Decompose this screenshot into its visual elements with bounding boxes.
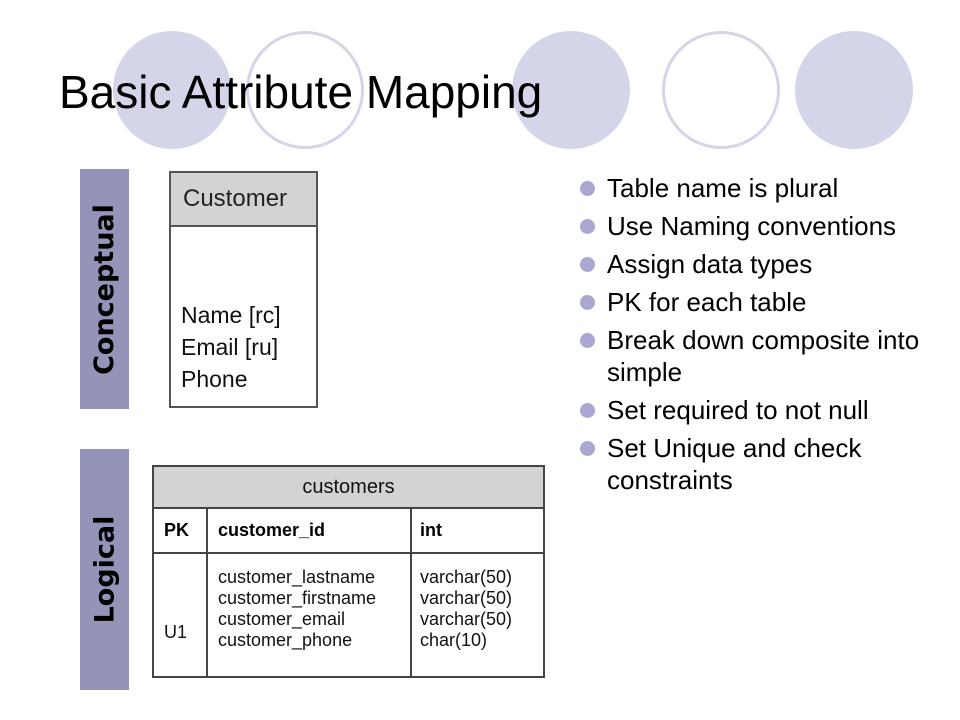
- bullet-item: Set Unique and check constraints: [578, 432, 948, 496]
- entity-attribute: Phone: [181, 366, 248, 392]
- bullet-item: Table name is plural: [578, 172, 948, 204]
- bullet-text: Assign data types: [607, 249, 813, 279]
- column-name: customer_phone: [218, 630, 353, 650]
- pk-label: PK: [164, 520, 190, 540]
- column-type: varchar(50): [420, 567, 513, 587]
- bullet-text: PK for each table: [607, 287, 807, 317]
- column-type: varchar(50): [420, 609, 513, 629]
- conceptual-entity: Customer Name [rc] Email [ru] Phone: [169, 171, 318, 408]
- column-name: customer_lastname: [218, 567, 376, 587]
- bullet-dot-icon: [580, 333, 595, 348]
- logical-label: Logical: [80, 449, 129, 690]
- entity-attribute: Name [rc]: [181, 302, 281, 328]
- column-type: char(10): [420, 630, 488, 650]
- bullet-dot-icon: [580, 441, 595, 456]
- column-names: customer_lastname customer_firstname cus…: [218, 567, 376, 651]
- bullet-item: Use Naming conventions: [578, 210, 948, 242]
- bullet-text: Use Naming conventions: [607, 211, 897, 241]
- decor-circle-outline: [662, 31, 780, 149]
- column-divider: [206, 509, 208, 676]
- bullet-text: Table name is plural: [607, 173, 839, 203]
- logical-table: customers PK customer_id int U1 customer…: [152, 465, 545, 678]
- bullet-dot-icon: [580, 257, 595, 272]
- table-name: customers: [154, 467, 543, 509]
- column-type: varchar(50): [420, 588, 513, 608]
- column-name: customer_firstname: [218, 588, 377, 608]
- decor-circle: [512, 31, 630, 149]
- column-types: varchar(50) varchar(50) varchar(50) char…: [420, 567, 512, 651]
- pk-row: PK customer_id int: [154, 509, 543, 554]
- bullet-item: Break down composite into simple: [578, 324, 948, 388]
- slide-title: Basic Attribute Mapping: [59, 66, 543, 118]
- bullet-dot-icon: [580, 181, 595, 196]
- column-name: customer_email: [218, 609, 346, 629]
- pk-type: int: [420, 520, 442, 540]
- bullet-dot-icon: [580, 295, 595, 310]
- bullet-dot-icon: [580, 403, 595, 418]
- bullet-text: Break down composite into simple: [607, 325, 920, 387]
- column-divider: [410, 509, 412, 676]
- decor-circle: [113, 31, 231, 149]
- bullet-dot-icon: [580, 219, 595, 234]
- entity-attribute: Email [ru]: [181, 334, 279, 360]
- logical-label-text: Logical: [89, 515, 121, 624]
- bullet-item: Set required to not null: [578, 394, 948, 426]
- conceptual-label-text: Conceptual: [89, 203, 120, 375]
- bullet-text: Set required to not null: [607, 395, 869, 425]
- bullet-item: PK for each table: [578, 286, 948, 318]
- bullet-text: Set Unique and check constraints: [607, 433, 862, 495]
- pk-column: customer_id: [218, 520, 326, 540]
- decor-circle-outline: [246, 31, 364, 149]
- decor-circle: [795, 31, 913, 149]
- unique-key-label: U1: [164, 622, 188, 642]
- entity-attributes: Name [rc] Email [ru] Phone: [181, 299, 281, 395]
- bullet-item: Assign data types: [578, 248, 948, 280]
- bullet-list: Table name is plural Use Naming conventi…: [578, 172, 948, 502]
- conceptual-label: Conceptual: [80, 169, 129, 409]
- entity-name: Customer: [171, 173, 316, 227]
